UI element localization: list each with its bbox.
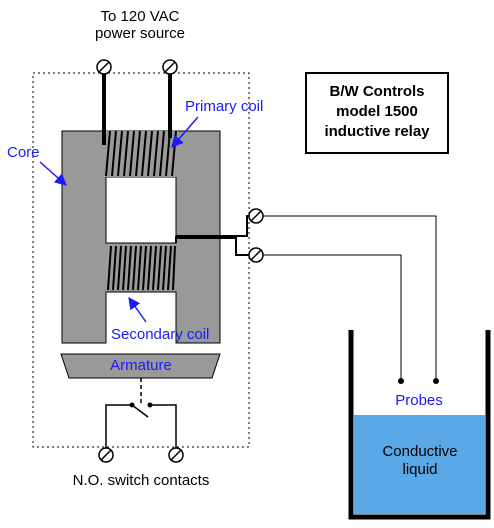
armature-label: Armature — [110, 357, 172, 374]
probe-terminal-lower — [248, 247, 264, 263]
tank — [348, 330, 491, 520]
secondary-coil-label: Secondary coil — [111, 326, 209, 343]
probe-terminal-upper — [248, 208, 264, 224]
primary-coil-label: Primary coil — [185, 98, 263, 115]
secondary-coil — [106, 245, 176, 291]
switch-contacts-label: N.O. switch contacts — [73, 472, 210, 489]
primary-wires — [102, 67, 172, 145]
title-line3: inductive relay — [324, 123, 430, 140]
power-label-line1: To 120 VAC — [101, 8, 180, 25]
conductive-liquid — [354, 415, 485, 514]
core-arrow — [39, 161, 67, 186]
primary-coil-arrow — [171, 116, 199, 148]
probes-label: Probes — [395, 392, 443, 409]
liquid-label-line1: Conductive — [382, 443, 457, 460]
core-label: Core — [7, 144, 40, 161]
switch-terminal-left — [98, 447, 114, 463]
switch-contact — [147, 402, 153, 408]
secondary-coil-arrow — [128, 297, 147, 323]
liquid-label-line2: liquid — [402, 461, 437, 478]
armature — [60, 353, 221, 379]
title-box — [305, 72, 449, 154]
probe-wires — [263, 215, 437, 381]
probe-tip-left — [398, 378, 404, 384]
switch-pivot — [129, 402, 135, 408]
probe-tip-right — [433, 378, 439, 384]
power-terminal-right — [162, 59, 178, 75]
power-label-line2: power source — [95, 25, 185, 42]
power-terminal-left — [96, 59, 112, 75]
no-switch — [105, 404, 177, 450]
title-line2: model 1500 — [336, 103, 418, 120]
switch-terminal-right — [168, 447, 184, 463]
primary-coil — [104, 130, 178, 177]
title-line1: B/W Controls — [330, 83, 425, 100]
